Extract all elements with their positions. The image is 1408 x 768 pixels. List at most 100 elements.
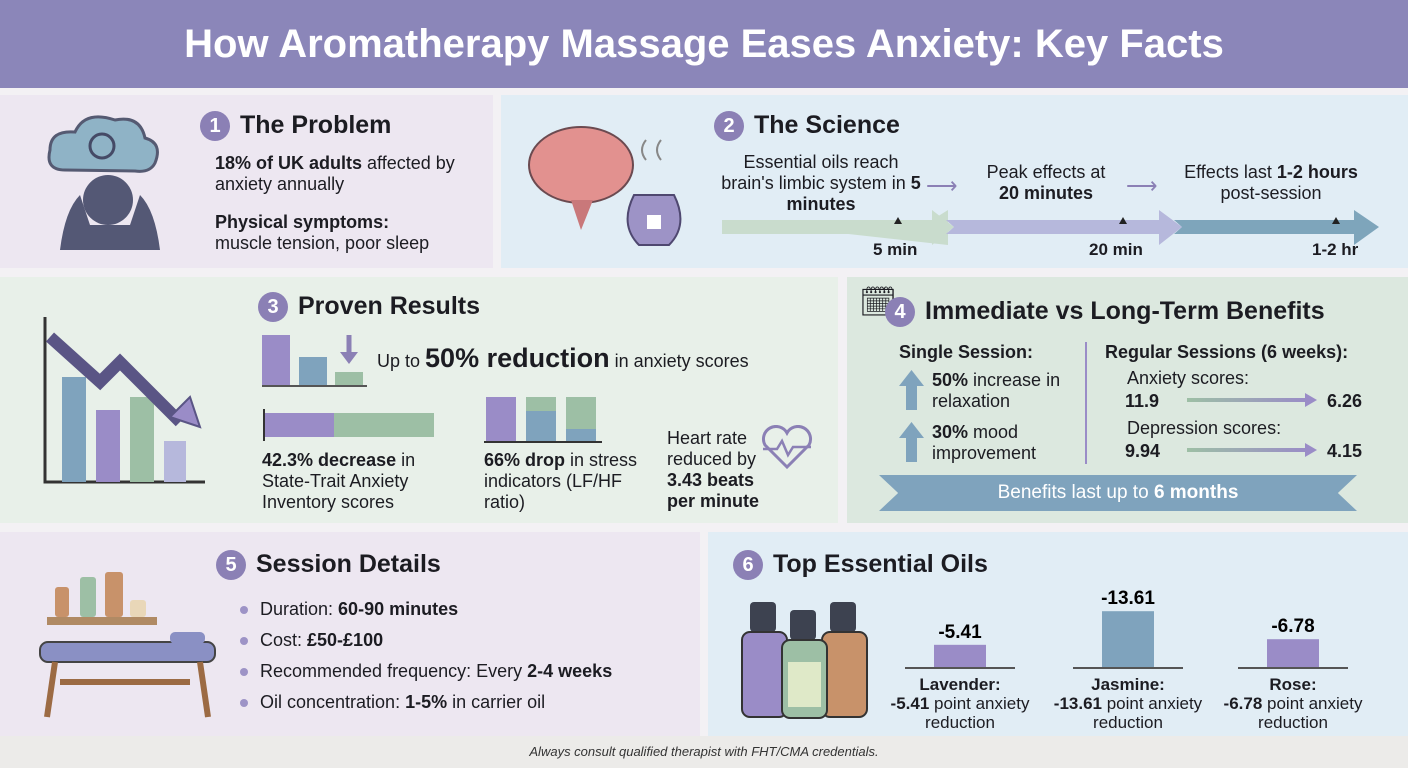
problem-heading: 1 The Problem xyxy=(200,111,392,142)
footer-disclaimer: Always consult qualified therapist with … xyxy=(0,736,1408,768)
science-title: The Science xyxy=(754,111,900,139)
step-number: 1 xyxy=(200,111,230,142)
step-number: 2 xyxy=(714,111,744,142)
benefits-title: Immediate vs Long-Term Benefits xyxy=(925,297,1325,325)
item-text: Oil concentration: xyxy=(260,692,406,712)
item-text: in carrier oil xyxy=(447,692,546,712)
oil-text: point anxiety reduction xyxy=(1258,694,1363,732)
heart-text: Heart rate reduced by xyxy=(667,428,757,469)
marker-20min: 20 min xyxy=(1089,240,1143,259)
step-number: 3 xyxy=(258,292,288,323)
benefit-text: mood improvement xyxy=(932,422,1037,463)
banner-text: Benefits last up to xyxy=(997,482,1154,503)
symptoms-text: muscle tension, poor sleep xyxy=(215,233,430,253)
anxiety-from: 11.9 xyxy=(1125,391,1160,411)
results-title: Proven Results xyxy=(298,292,481,320)
arrow-up-icon xyxy=(899,370,924,410)
results-headline: Up to 50% reduction in anxiety scores xyxy=(377,343,749,374)
benefit-bold: 30% xyxy=(932,422,969,442)
single-benefit: 50% increase in relaxation xyxy=(932,370,1072,412)
depression-from: 9.94 xyxy=(1125,441,1161,461)
benefits-heading: 4 Immediate vs Long-Term Benefits xyxy=(885,297,1325,328)
data-label: -6.78 xyxy=(1271,616,1314,637)
arrow-right-icon xyxy=(1187,398,1307,402)
stai-text: in State-Trait Anxiety Inventory scores xyxy=(262,450,416,512)
depression-to: 4.15 xyxy=(1327,441,1363,461)
caption-jasmine: Jasmine:-13.61 point anxiety reduction xyxy=(1038,675,1218,732)
item-text: Recommended frequency: Every xyxy=(260,661,528,681)
arrow-right-icon: ⟶ xyxy=(926,173,958,198)
headline-bold: 50% reduction xyxy=(425,343,610,373)
session-title: Session Details xyxy=(256,550,441,578)
bar-jasmine xyxy=(1102,611,1154,667)
anxiety-label: Anxiety scores: xyxy=(1127,368,1250,388)
oil-name: Rose: xyxy=(1269,675,1317,694)
step-bold: 20 minutes xyxy=(998,183,1094,203)
bullet-icon xyxy=(240,606,248,615)
stress-text: in stress indicators (LF/HF ratio) xyxy=(484,450,638,512)
heart-bold: 3.43 beats per minute xyxy=(667,470,760,511)
step-text: Effects last xyxy=(1184,162,1277,182)
item-bold: 60-90 minutes xyxy=(338,599,459,619)
step-number: 4 xyxy=(885,297,915,328)
marker-1-2hr: 1-2 hr xyxy=(1312,240,1359,259)
list-item: Duration: 60-90 minutes xyxy=(240,594,690,625)
oil-name: Lavender: xyxy=(919,675,1001,694)
symptoms-label: Physical symptoms: xyxy=(215,212,390,232)
bullet-icon xyxy=(240,699,248,708)
divider xyxy=(1085,342,1087,464)
data-label: -5.41 xyxy=(938,622,982,643)
stress-bold: 66% drop xyxy=(484,450,566,470)
data-label: -13.61 xyxy=(1101,588,1155,609)
list-item: Oil concentration: 1-5% in carrier oil xyxy=(240,687,690,718)
benefit-bold: 50% xyxy=(932,370,969,390)
caption-lavender: Lavender:-5.41 point anxiety reduction xyxy=(870,675,1050,732)
list-item: Cost: £50-£100 xyxy=(240,625,690,656)
step-text: Peak effects at xyxy=(986,162,1106,182)
step-bold: 1-2 hours xyxy=(1276,162,1358,182)
arrow-right-icon xyxy=(1187,448,1307,452)
arrow-up-icon xyxy=(899,422,924,462)
marker-5min: 5 min xyxy=(873,240,918,259)
banner-bold: 6 months xyxy=(1153,482,1239,503)
brain-diffuser-icon xyxy=(528,126,682,246)
stai-bar xyxy=(263,409,434,441)
step-text: post-session xyxy=(1220,183,1322,203)
mini-bar-icon xyxy=(262,335,367,387)
step-bold: 5 minutes xyxy=(786,173,921,214)
science-step-2: Peak effects at 20 minutes xyxy=(971,162,1121,204)
anxious-person-icon xyxy=(47,115,160,250)
oil-text: point anxiety reduction xyxy=(1093,694,1203,732)
arrowhead xyxy=(1305,393,1317,407)
problem-title: The Problem xyxy=(240,111,392,139)
bar-lavender xyxy=(934,644,986,667)
regular-sessions-label: Regular Sessions (6 weeks): xyxy=(1105,342,1349,362)
item-bold: 2-4 weeks xyxy=(527,661,613,681)
stai-stat: 42.3% decrease in State-Trait Anxiety In… xyxy=(262,450,462,513)
bar-rose xyxy=(1267,639,1319,667)
list-item: Recommended frequency: Every 2-4 weeks xyxy=(240,656,690,687)
problem-symptoms: Physical symptoms:muscle tension, poor s… xyxy=(215,212,485,254)
benefit-text: increase in relaxation xyxy=(932,370,1061,411)
oil-value: -5.41 xyxy=(890,694,930,713)
caption-rose: Rose:-6.78 point anxiety reduction xyxy=(1203,675,1383,732)
science-heading: 2 The Science xyxy=(714,111,900,142)
science-step-1: Essential oils reach brain's limbic syst… xyxy=(721,152,921,215)
stress-stat: 66% drop in stress indicators (LF/HF rat… xyxy=(484,450,654,513)
bullet-icon xyxy=(240,668,248,677)
oil-text: point anxiety reduction xyxy=(925,694,1030,732)
oil-name: Jasmine: xyxy=(1091,675,1165,694)
benefits-duration-banner: Benefits last up to 6 months xyxy=(879,475,1357,511)
depression-label: Depression scores: xyxy=(1127,418,1282,438)
arrowhead xyxy=(1305,443,1317,457)
science-step-3: Effects last 1-2 hours post-session xyxy=(1171,162,1371,204)
bullet-icon xyxy=(240,637,248,646)
item-bold: 1-5% xyxy=(405,692,448,712)
massage-table-icon xyxy=(39,572,216,718)
step-number: 6 xyxy=(733,550,763,581)
